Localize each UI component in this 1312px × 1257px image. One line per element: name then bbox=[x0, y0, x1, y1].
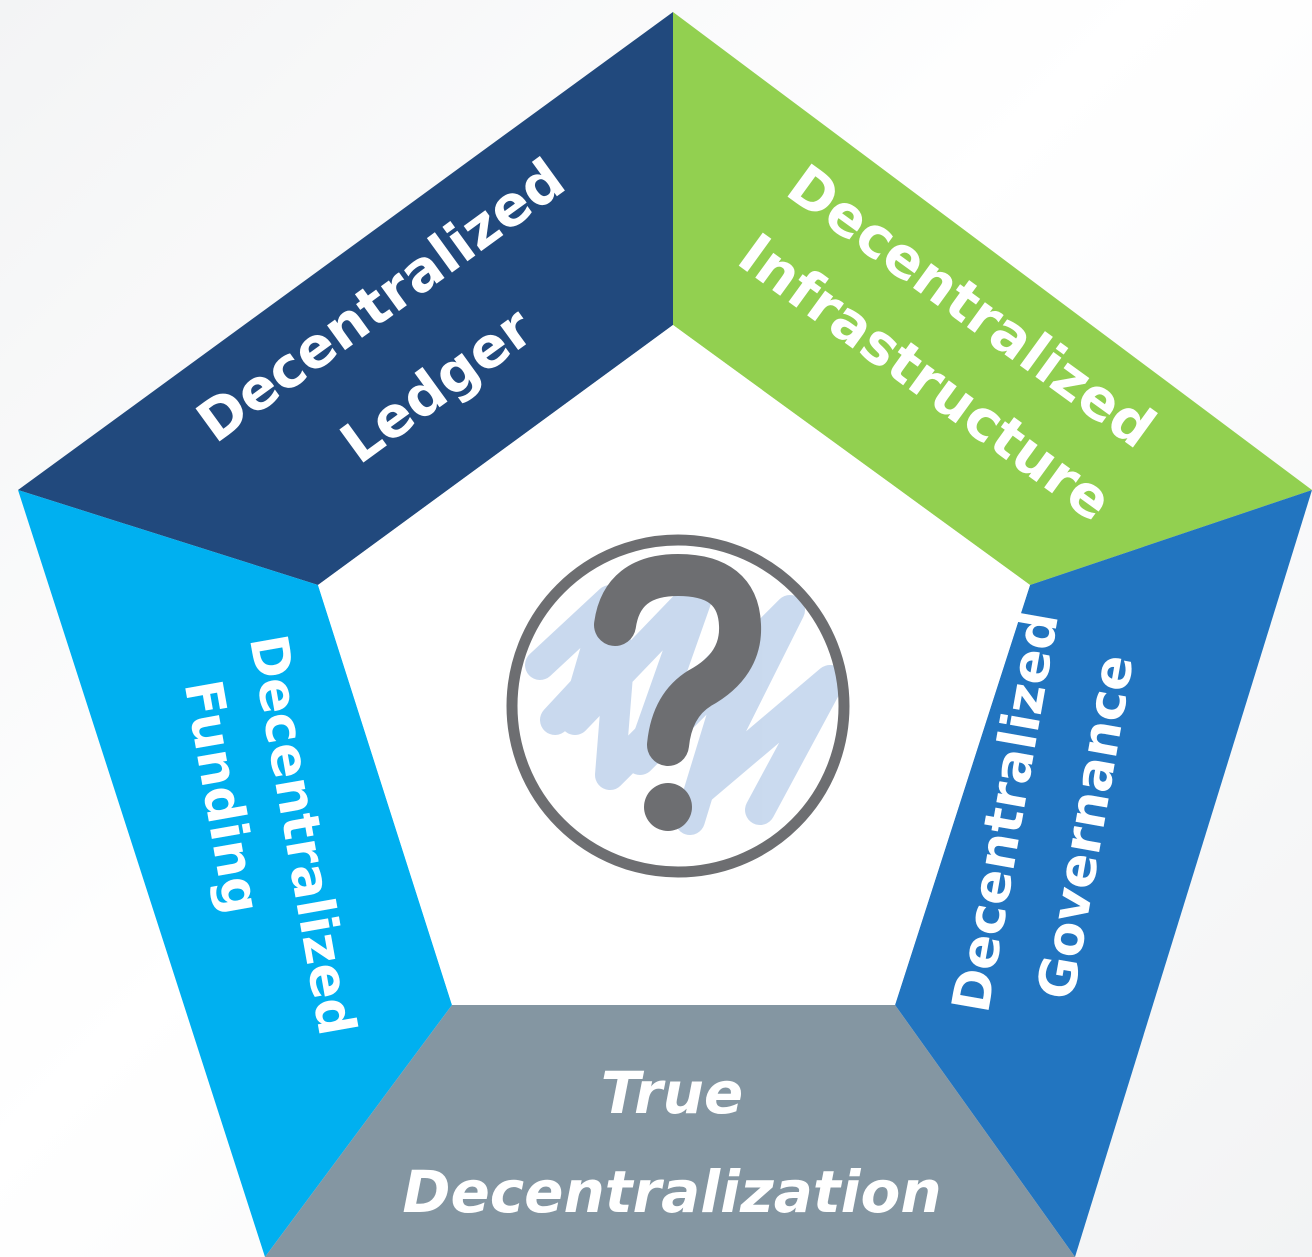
segment-governance bbox=[895, 490, 1312, 1257]
label-decentralization: Decentralization bbox=[402, 1158, 941, 1226]
segment-ledger bbox=[18, 12, 673, 585]
question-curve bbox=[594, 554, 762, 766]
segment-true-decentralization bbox=[265, 1005, 1075, 1257]
segment-infrastructure bbox=[673, 12, 1312, 585]
blue-scribble bbox=[525, 575, 845, 835]
question-mark-icon bbox=[506, 534, 850, 878]
segment-funding bbox=[18, 490, 452, 1257]
question-circle bbox=[506, 534, 850, 878]
question-dot bbox=[644, 783, 692, 831]
label-true: True bbox=[601, 1059, 743, 1127]
